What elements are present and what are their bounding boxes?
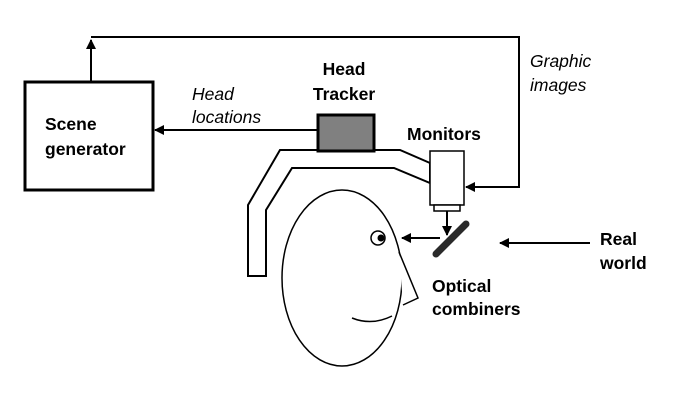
head-outline	[281, 189, 403, 367]
scene-generator-label-line2: generator	[45, 139, 126, 159]
scene-generator-label-line1: Scene	[45, 114, 97, 134]
graphic-images-label-line2: images	[530, 75, 587, 95]
scene-generator-box	[23, 80, 155, 192]
monitors-label: Monitors	[407, 124, 481, 144]
nose	[398, 251, 419, 306]
head-tracker-box	[316, 113, 376, 153]
graphic-images-label-line1: Graphic	[530, 51, 592, 71]
head-locations-label-line2: locations	[192, 107, 262, 127]
optical-combiners-label-line1: Optical	[432, 276, 492, 296]
optical-combiner	[432, 220, 470, 258]
monitor-lens	[433, 204, 461, 212]
head-tracker-label-line2: Tracker	[312, 84, 376, 104]
real-world-label-line1: Real	[600, 229, 637, 249]
head-locations-label-line1: Head	[192, 84, 234, 104]
head-tracker-label-line1: Head	[322, 59, 366, 79]
mouth	[351, 315, 393, 323]
monitor-body	[429, 150, 465, 206]
optical-combiners-label-line2: combiners	[432, 299, 521, 319]
real-world-label-line2: world	[600, 253, 647, 273]
pupil	[377, 234, 385, 242]
